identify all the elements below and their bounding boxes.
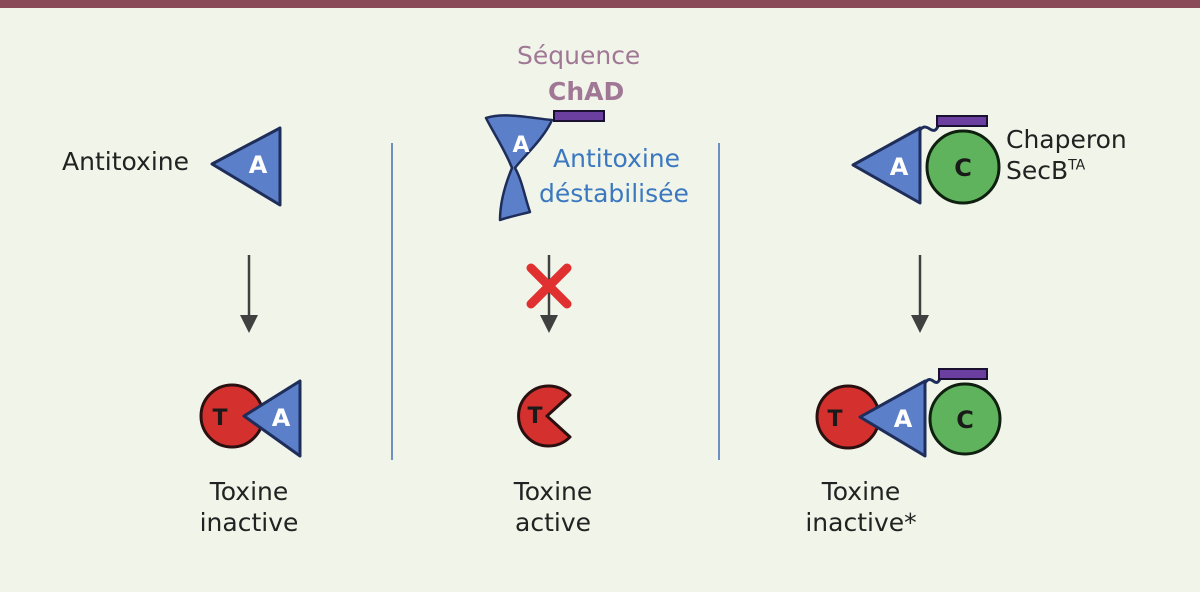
right-chaperone-letter: C bbox=[954, 154, 972, 182]
right-toxin-antitoxin-chaperone-complex: T C A bbox=[815, 368, 1002, 458]
chaperone-line2: SecBTA bbox=[1006, 155, 1127, 186]
right-complex-chaperone-icon bbox=[928, 382, 1002, 456]
destabilized-antitoxin-line1: Antitoxine bbox=[553, 144, 680, 173]
right-antitoxin-chaperone-complex: C A bbox=[851, 115, 1001, 205]
right-complex-antitoxin-letter: A bbox=[894, 405, 913, 433]
right-complex-antitoxin-icon bbox=[858, 379, 927, 458]
chaperone-superscript: TA bbox=[1068, 157, 1086, 174]
chaperone-name: SecB bbox=[1006, 156, 1069, 186]
destabilized-antitoxin-line2: déstabilisée bbox=[539, 179, 689, 208]
right-chaperone-icon bbox=[925, 129, 1001, 205]
middle-result-label: Toxine active bbox=[473, 476, 633, 539]
right-chad-tag bbox=[936, 115, 988, 127]
left-antitoxin-icon: A bbox=[210, 126, 282, 207]
middle-chad-tag bbox=[553, 110, 605, 122]
right-arrow bbox=[911, 255, 929, 333]
sequence-label: Séquence bbox=[517, 41, 641, 70]
right-antitoxin-icon bbox=[851, 126, 922, 205]
middle-destabilized-antitoxin-icon: A bbox=[484, 110, 605, 222]
left-toxin-letter: T bbox=[212, 406, 227, 431]
left-arrow bbox=[240, 255, 258, 333]
right-complex-chaperone-letter: C bbox=[956, 406, 974, 434]
chaperone-line1: Chaperon bbox=[1006, 125, 1127, 154]
cross-icon bbox=[526, 263, 572, 309]
left-result-line1: Toxine bbox=[209, 477, 289, 506]
right-result-line1: Toxine bbox=[821, 477, 901, 506]
middle-toxin-letter: T bbox=[527, 404, 542, 429]
right-result-label: Toxine inactive* bbox=[776, 476, 946, 539]
middle-antitoxin-letter: A bbox=[512, 133, 529, 158]
left-antitoxin-letter: A bbox=[249, 151, 268, 179]
middle-result-line1: Toxine bbox=[513, 477, 593, 506]
right-result-line2: inactive* bbox=[805, 508, 917, 538]
top-bar bbox=[0, 0, 1200, 8]
right-complex-chad-tag bbox=[938, 368, 988, 380]
chaperone-label: Chaperon SecBTA bbox=[1006, 124, 1127, 187]
right-toxin-letter: T bbox=[827, 407, 842, 432]
right-antitoxin-letter: A bbox=[890, 153, 909, 181]
left-result-line2: inactive bbox=[199, 508, 299, 538]
chad-label: ChAD bbox=[548, 77, 625, 106]
left-complex-antitoxin-icon bbox=[242, 379, 302, 458]
left-complex-antitoxin-letter: A bbox=[272, 404, 291, 432]
left-result-label: Toxine inactive bbox=[169, 476, 329, 539]
left-toxin-antitoxin-complex: T A bbox=[199, 379, 302, 458]
middle-result-line2: active bbox=[515, 508, 591, 538]
antitoxin-label: Antitoxine bbox=[62, 147, 189, 176]
middle-active-toxin-icon: T bbox=[517, 384, 572, 448]
